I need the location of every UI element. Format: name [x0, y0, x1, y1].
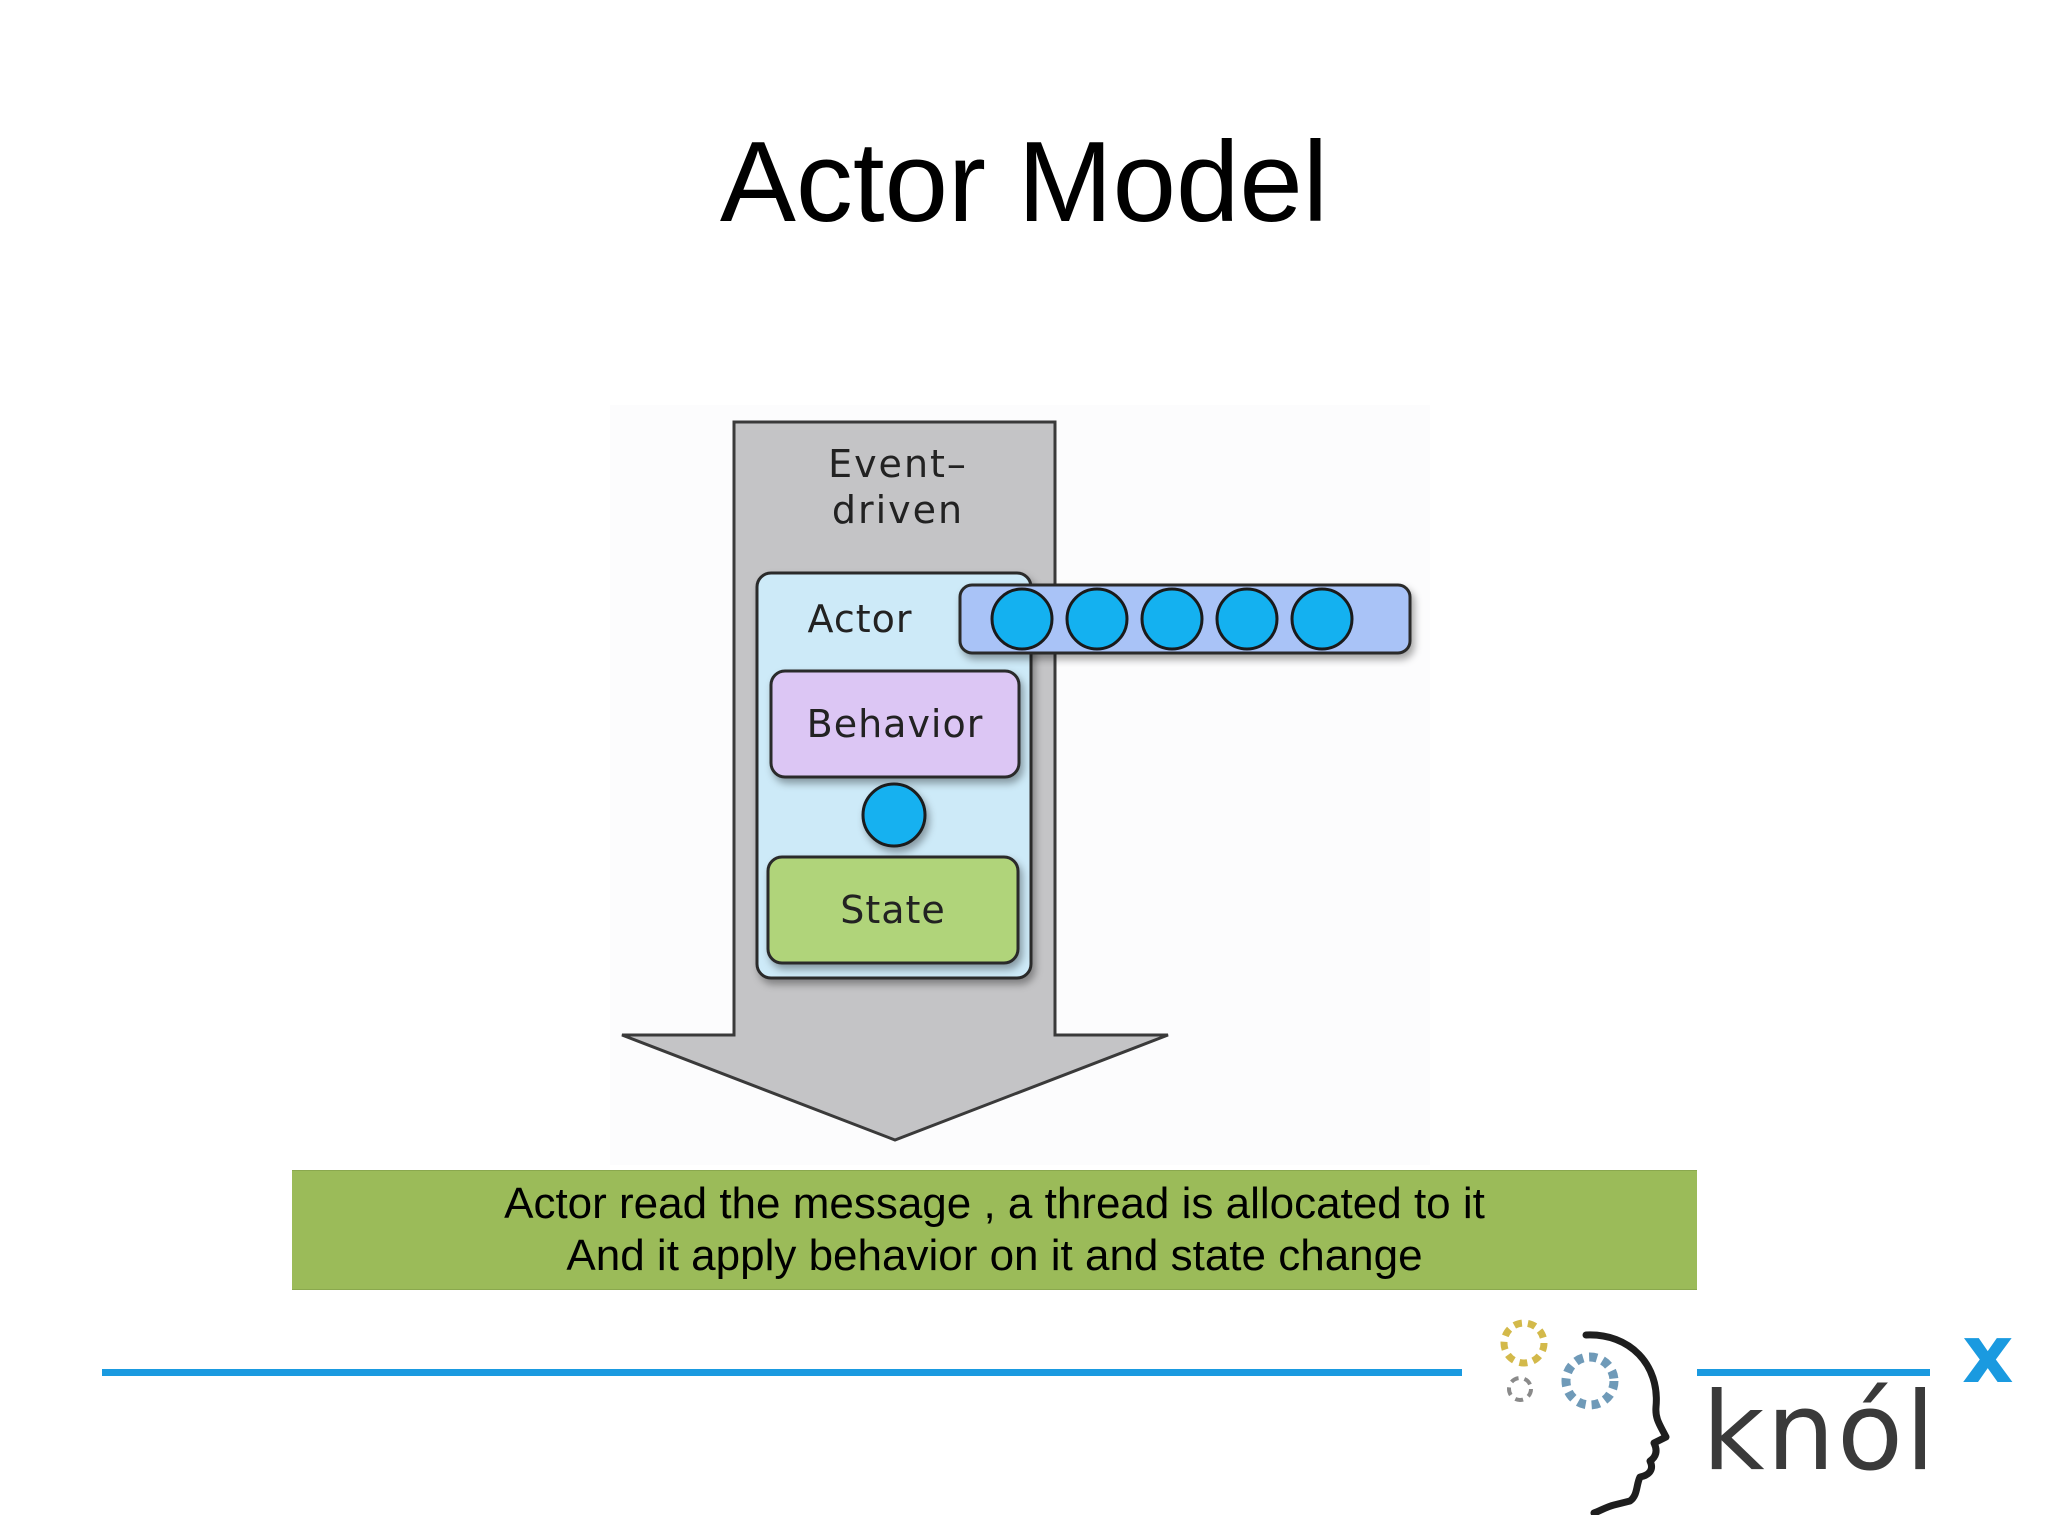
arrow-label-line2: driven — [832, 488, 964, 532]
actor-diagram-svg: Event– driven Actor Behavior State — [621, 420, 1412, 1142]
logo-superscript: x — [1962, 1308, 2014, 1401]
footer-line-left — [102, 1369, 1462, 1376]
knolx-logo: knól x — [1490, 1308, 2020, 1517]
mailbox-messages — [990, 587, 1354, 651]
logo-wordmark: knól — [1702, 1370, 1938, 1495]
state-label: State — [840, 888, 946, 932]
mailbox-message — [1215, 587, 1279, 651]
footer-line-right — [1697, 1369, 1930, 1376]
caption-line-1: Actor read the message , a thread is all… — [504, 1179, 1485, 1228]
actor-model-diagram: Event– driven Actor Behavior State — [610, 405, 1430, 1165]
behavior-label: Behavior — [807, 702, 984, 746]
caption-box: Actor read the message , a thread is all… — [292, 1170, 1697, 1290]
state-box — [766, 855, 1020, 965]
arrow-label-line1: Event– — [828, 442, 968, 486]
behavior-box — [769, 669, 1021, 779]
slide-title: Actor Model — [719, 119, 1329, 246]
actor-label: Actor — [808, 597, 913, 641]
mailbox-message — [1290, 587, 1354, 651]
mailbox-message — [1065, 587, 1129, 651]
caption-line-2: And it apply behavior on it and state ch… — [566, 1231, 1423, 1280]
gears-head-icon — [1500, 1319, 1670, 1517]
current-message — [861, 782, 927, 848]
mailbox-message — [990, 587, 1054, 651]
mailbox-message — [1140, 587, 1204, 651]
